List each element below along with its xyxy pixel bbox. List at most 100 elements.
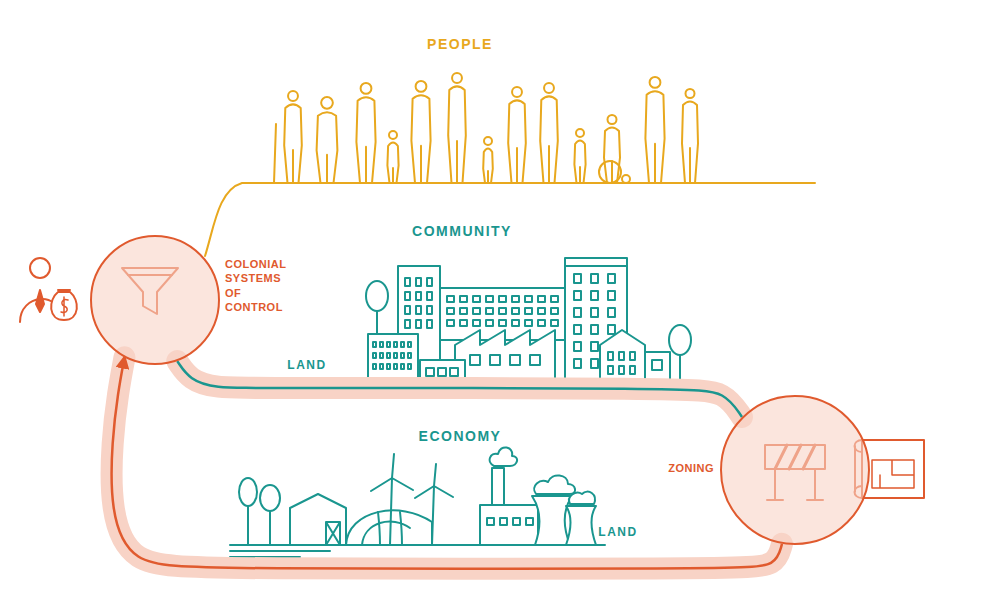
circle-outline <box>720 395 870 545</box>
window <box>591 359 598 368</box>
window <box>574 359 581 368</box>
person-legs <box>611 161 613 183</box>
window <box>405 320 410 328</box>
tree-crown <box>260 485 280 511</box>
person-body <box>483 149 493 184</box>
blueprint-sheet <box>862 440 924 498</box>
window <box>408 353 411 358</box>
window <box>608 274 615 283</box>
window <box>591 325 598 334</box>
window <box>473 296 480 302</box>
window <box>591 291 598 300</box>
turbine-tower <box>432 486 434 545</box>
barn-door <box>326 522 340 545</box>
tree-crown <box>669 325 691 355</box>
window <box>401 342 404 347</box>
people-illustration <box>205 73 815 256</box>
window <box>512 296 519 302</box>
window <box>416 292 421 300</box>
person-head <box>452 73 462 83</box>
window <box>574 274 581 283</box>
window <box>608 352 613 360</box>
community-illustration <box>366 258 691 386</box>
person-body <box>508 100 526 183</box>
window <box>447 296 454 302</box>
window <box>574 308 581 317</box>
tree-crown <box>239 478 257 506</box>
chimney <box>492 468 504 505</box>
window <box>499 296 506 302</box>
window <box>460 296 467 302</box>
person-body <box>284 104 302 183</box>
window <box>525 320 532 326</box>
barn <box>290 494 346 545</box>
wheelchair-wheel <box>599 161 621 183</box>
window <box>427 320 432 328</box>
window <box>608 366 613 374</box>
person-body <box>645 91 664 183</box>
person-legs <box>548 146 550 183</box>
window <box>486 320 493 326</box>
control-circle: COLONIAL SYSTEMS OF CONTROL <box>90 235 220 365</box>
money-bag-tie <box>58 289 70 291</box>
greenhouse-ribs <box>362 512 410 545</box>
window <box>401 353 404 358</box>
window <box>608 325 615 334</box>
person-legs <box>579 167 581 183</box>
person-head <box>416 81 427 92</box>
flow-connector <box>177 361 742 417</box>
circle-heading: ZONING <box>668 461 714 475</box>
window <box>427 278 432 286</box>
money-sign <box>61 297 68 316</box>
window <box>473 320 480 326</box>
person-body <box>574 141 585 184</box>
turbine-blades <box>371 454 413 491</box>
window <box>525 296 532 302</box>
window <box>591 308 598 317</box>
person-legs <box>326 155 328 183</box>
window <box>591 274 598 283</box>
window <box>380 353 383 358</box>
person-body <box>540 96 558 183</box>
smoke <box>490 447 517 466</box>
section-label: LAND <box>287 358 326 372</box>
window <box>526 518 533 525</box>
turbine-tower <box>390 478 392 545</box>
window <box>408 364 411 369</box>
window <box>394 342 397 347</box>
window <box>387 342 390 347</box>
window <box>394 353 397 358</box>
person-head <box>512 87 522 97</box>
window <box>608 308 615 317</box>
wheelchair-wheel <box>622 175 630 183</box>
window <box>416 278 421 286</box>
window <box>470 355 480 365</box>
window <box>387 353 390 358</box>
window <box>574 325 581 334</box>
window <box>510 355 520 365</box>
window <box>427 306 432 314</box>
window <box>486 296 493 302</box>
window <box>608 291 615 300</box>
person-head <box>321 97 333 109</box>
window <box>652 360 662 370</box>
window <box>380 364 383 369</box>
window <box>487 518 494 525</box>
field-lines <box>230 545 605 557</box>
person-legs <box>689 148 691 183</box>
flow-band <box>112 357 782 568</box>
person-head <box>544 83 554 93</box>
person-head <box>608 115 617 124</box>
window <box>551 320 558 326</box>
window <box>591 342 598 351</box>
window <box>630 352 635 360</box>
person-legs <box>487 171 489 183</box>
person-legs <box>654 144 656 183</box>
window <box>450 368 458 376</box>
window <box>619 352 624 360</box>
person-head <box>576 129 584 137</box>
official-tie <box>36 290 44 312</box>
window <box>512 320 519 326</box>
person-body <box>682 102 698 184</box>
